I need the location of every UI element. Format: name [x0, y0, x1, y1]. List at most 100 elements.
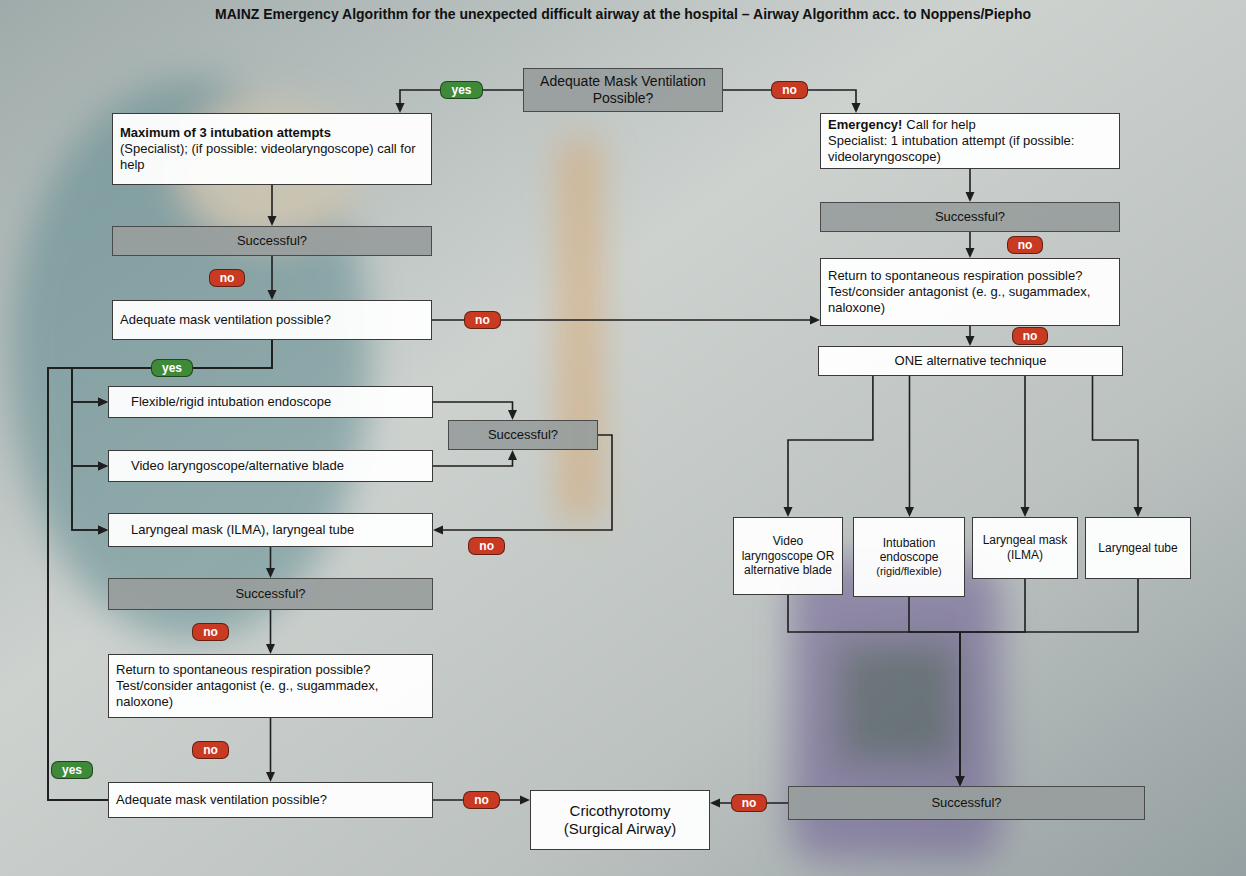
connector — [72, 340, 272, 535]
process-box: Laryngeal mask (ILMA) — [972, 517, 1078, 579]
connector — [48, 368, 108, 800]
connector — [268, 256, 277, 300]
connector-line — [960, 579, 1138, 778]
connector — [433, 450, 517, 466]
arrowhead — [905, 507, 914, 517]
arrowhead — [433, 526, 443, 535]
process-box: Emergency!Call for helpSpecialist: 1 int… — [820, 113, 1120, 169]
arrowhead — [266, 568, 275, 578]
text-line: Emergency!Call for help — [828, 117, 1112, 133]
node-text: Laryngeal tube — [1093, 541, 1183, 556]
process-box: Cricothyrotomy (Surgical Airway) — [530, 790, 710, 850]
process-box: Video laryngoscope/alternative blade — [108, 450, 433, 482]
node-text: Video laryngoscope/alternative blade — [131, 458, 425, 474]
node-text: Successful? — [796, 795, 1137, 811]
process-box: Adequate mask ventilation possible? — [108, 782, 433, 818]
arrowhead — [710, 799, 720, 808]
connector-line — [48, 368, 108, 800]
connector-line — [271, 185, 273, 218]
connector-line — [271, 256, 273, 292]
node-text: Flexible/rigid intubation endoscope — [131, 394, 425, 410]
arrowhead — [268, 216, 277, 226]
connector-line — [433, 458, 513, 466]
node-text: Specialist: 1 intubation attempt (if pos… — [828, 133, 1112, 165]
arrowhead — [98, 462, 108, 471]
pole-shape — [560, 140, 600, 520]
edge-label: no — [771, 81, 808, 99]
arrowhead — [98, 398, 108, 407]
node-text: Return to spontaneous respiration possib… — [828, 268, 1112, 316]
connector-line — [969, 232, 971, 250]
edge-label: no — [1007, 236, 1044, 254]
node-text: Adequate mask ventilation possible? — [120, 312, 424, 328]
edge-label: no — [192, 623, 229, 641]
process-box: Flexible/rigid intubation endoscope — [108, 386, 433, 418]
decision-band: Successful? — [820, 202, 1120, 232]
edge-label: no — [464, 311, 501, 329]
arrowhead — [508, 450, 517, 460]
connector — [266, 547, 275, 578]
edge-label: no — [463, 791, 500, 809]
arrowhead — [966, 248, 975, 258]
connector — [1093, 376, 1143, 517]
connector-line — [433, 402, 513, 412]
connector-line — [960, 579, 1025, 778]
arrowhead — [966, 192, 975, 202]
connector-line — [270, 610, 272, 646]
connector — [266, 610, 275, 654]
connector — [956, 579, 1025, 786]
arrowhead — [508, 410, 517, 420]
decision-band: Adequate Mask Ventilation Possible? — [523, 68, 723, 112]
arrowhead — [98, 526, 108, 535]
process-box: Return to spontaneous respiration possib… — [108, 654, 433, 718]
arrowhead — [520, 796, 530, 805]
decision-band: Successful? — [448, 420, 598, 450]
connector-line — [48, 368, 108, 800]
connector — [48, 368, 108, 800]
arrowhead — [98, 526, 108, 535]
edge-label: yes — [51, 761, 93, 779]
connector — [268, 185, 277, 226]
connector — [48, 368, 108, 800]
node-text: (Specialist); (if possible: videolaryngo… — [120, 141, 424, 173]
arrowhead — [966, 336, 975, 346]
connector-line — [969, 169, 971, 194]
arrowhead — [784, 507, 793, 517]
arrowhead — [266, 644, 275, 654]
decision-band: Successful? — [108, 578, 433, 610]
connector — [909, 597, 965, 786]
connector — [788, 595, 965, 786]
node-text: Maximum of 3 intubation attempts — [120, 125, 424, 141]
edge-label: yes — [440, 81, 482, 99]
process-box: Laryngeal mask (ILMA), laryngeal tube — [108, 513, 433, 547]
arrowhead — [98, 398, 108, 407]
process-box: Video laryngoscope OR alternative blade — [733, 517, 843, 595]
arrowhead — [266, 772, 275, 782]
arrowhead — [98, 462, 108, 471]
arrowhead — [956, 776, 965, 786]
node-text: Laryngeal mask (ILMA) — [980, 533, 1070, 562]
node-text: Successful? — [120, 233, 424, 249]
node-text: Return to spontaneous respiration possib… — [116, 662, 425, 710]
connector-line — [1093, 376, 1139, 509]
arrowhead — [810, 316, 820, 325]
process-box: Intubation endoscope(rigid/flexible) — [853, 517, 965, 597]
connector — [966, 326, 975, 346]
connector — [966, 169, 975, 202]
arrowhead — [1134, 507, 1143, 517]
node-text: Cricothyrotomy (Surgical Airway) — [538, 802, 702, 839]
node-text: Laryngeal mask (ILMA), laryngeal tube — [131, 522, 425, 538]
node-text: Adequate mask ventilation possible? — [116, 792, 425, 808]
arrowhead — [1021, 507, 1030, 517]
connector — [1021, 376, 1030, 517]
node-text: Adequate Mask Ventilation Possible? — [531, 73, 715, 107]
edge-label: no — [209, 269, 246, 287]
arrowhead — [956, 776, 965, 786]
edge-label: yes — [151, 359, 193, 377]
connector — [905, 376, 914, 517]
node-text: (rigid/flexible) — [861, 565, 957, 578]
node-text: Intubation endoscope — [861, 536, 957, 565]
connector-line — [72, 340, 272, 530]
connector-line — [788, 595, 960, 778]
